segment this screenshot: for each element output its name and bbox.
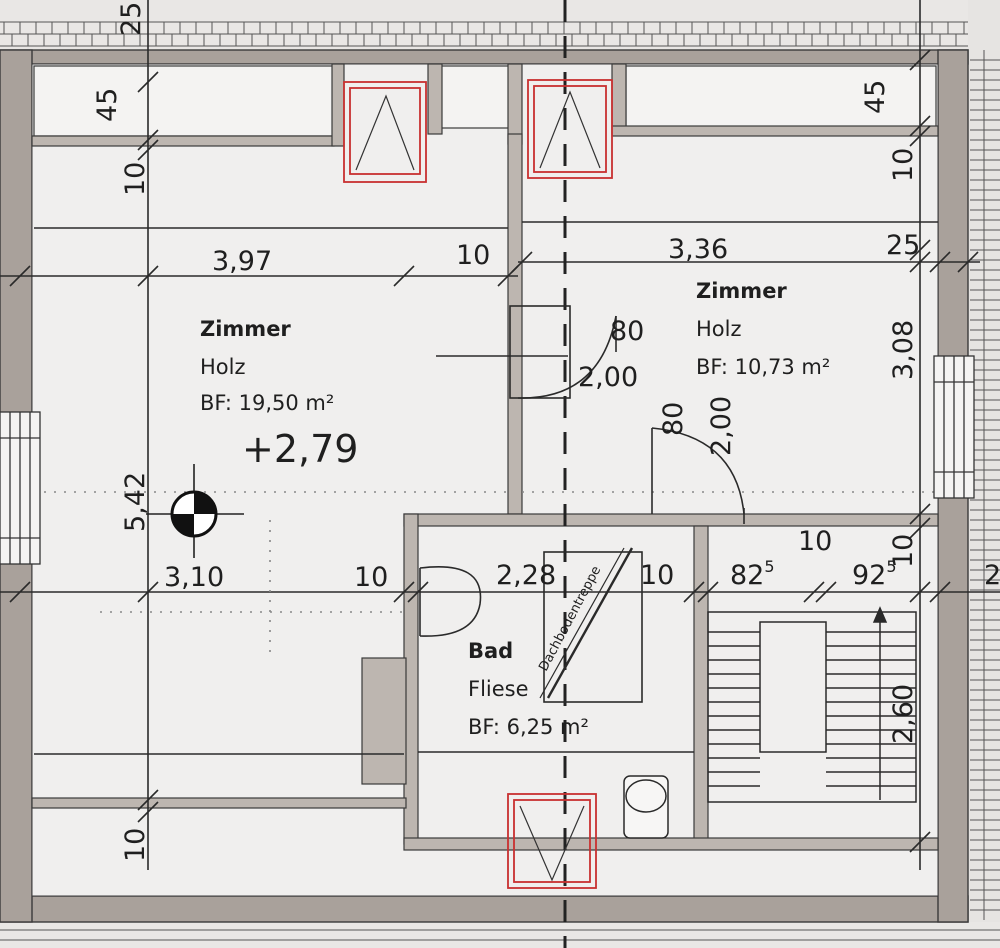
roof-hatch-top <box>0 0 990 50</box>
door1-width: 80 <box>610 316 644 347</box>
toilet <box>623 775 669 839</box>
dim-wall-a: 10 <box>456 240 490 271</box>
interior-floor <box>31 63 939 897</box>
dim-right-45: 45 <box>860 80 891 114</box>
door2-width: 80 <box>658 402 689 436</box>
dim-width-lower-left: 3,10 <box>164 562 224 593</box>
room-left-area: BF: 19,50 m² <box>200 391 334 415</box>
dimension-lines <box>0 0 1000 870</box>
dim-width-right-room: 3,36 <box>668 234 728 265</box>
dim-right-10-mid: 10 <box>888 534 919 568</box>
partition-walls <box>31 63 939 851</box>
dim-right-260: 2,60 <box>888 684 919 744</box>
roof-hatch-bottom <box>0 922 1000 948</box>
attic-stair <box>539 547 643 703</box>
dim-width-stair: 925 <box>852 557 897 591</box>
dimension-ticks <box>9 49 979 853</box>
room-bath-name: Bad <box>468 639 513 663</box>
room-left-floor: Holz <box>200 355 246 379</box>
staircase <box>707 606 917 803</box>
dim-width-left-room: 3,97 <box>212 246 272 277</box>
skylight-middle <box>527 79 613 179</box>
roof-hatch-right <box>968 0 1000 948</box>
door-right-room <box>651 427 745 524</box>
dim-right-25: 25 <box>886 230 920 261</box>
window-left <box>0 411 41 565</box>
door1-height: 2,00 <box>578 362 638 393</box>
room-bath-floor: Fliese <box>468 677 529 701</box>
door-left-room <box>436 305 617 399</box>
dim-width-hall: 825 <box>730 557 775 591</box>
dim-wall-c: 10 <box>640 560 674 591</box>
dim-left-45: 45 <box>92 88 123 122</box>
dim-right-308: 3,08 <box>888 320 919 380</box>
room-right-floor: Holz <box>696 317 742 341</box>
room-bath-area: BF: 6,25 m² <box>468 715 589 739</box>
dim-wall-b: 10 <box>354 562 388 593</box>
reference-lines <box>34 221 938 755</box>
dim-right-10: 10 <box>888 148 919 182</box>
door2-height: 2,00 <box>706 396 737 456</box>
knee-wall-lines <box>34 491 936 660</box>
room-right-area: BF: 10,73 m² <box>696 355 830 379</box>
eaves-zone-top <box>33 65 937 137</box>
level-marker-symbol <box>146 464 244 558</box>
skylight-left <box>343 81 427 183</box>
door-bath <box>419 566 482 637</box>
dim-edge-right: 2 <box>984 560 1000 591</box>
room-left-name: Zimmer <box>200 317 291 341</box>
dim-wall-d: 10 <box>798 526 832 557</box>
dim-left-542: 5,42 <box>120 472 151 532</box>
dim-top-left-25: 25 <box>116 2 147 36</box>
dim-left-10-upper: 10 <box>120 162 151 196</box>
level-marker: +2,79 <box>242 427 358 471</box>
room-right-name: Zimmer <box>696 279 787 303</box>
dim-left-10-lower: 10 <box>120 828 151 862</box>
skylight-bottom <box>507 793 597 889</box>
dim-width-bath: 2,28 <box>496 560 556 591</box>
window-right <box>933 355 975 499</box>
